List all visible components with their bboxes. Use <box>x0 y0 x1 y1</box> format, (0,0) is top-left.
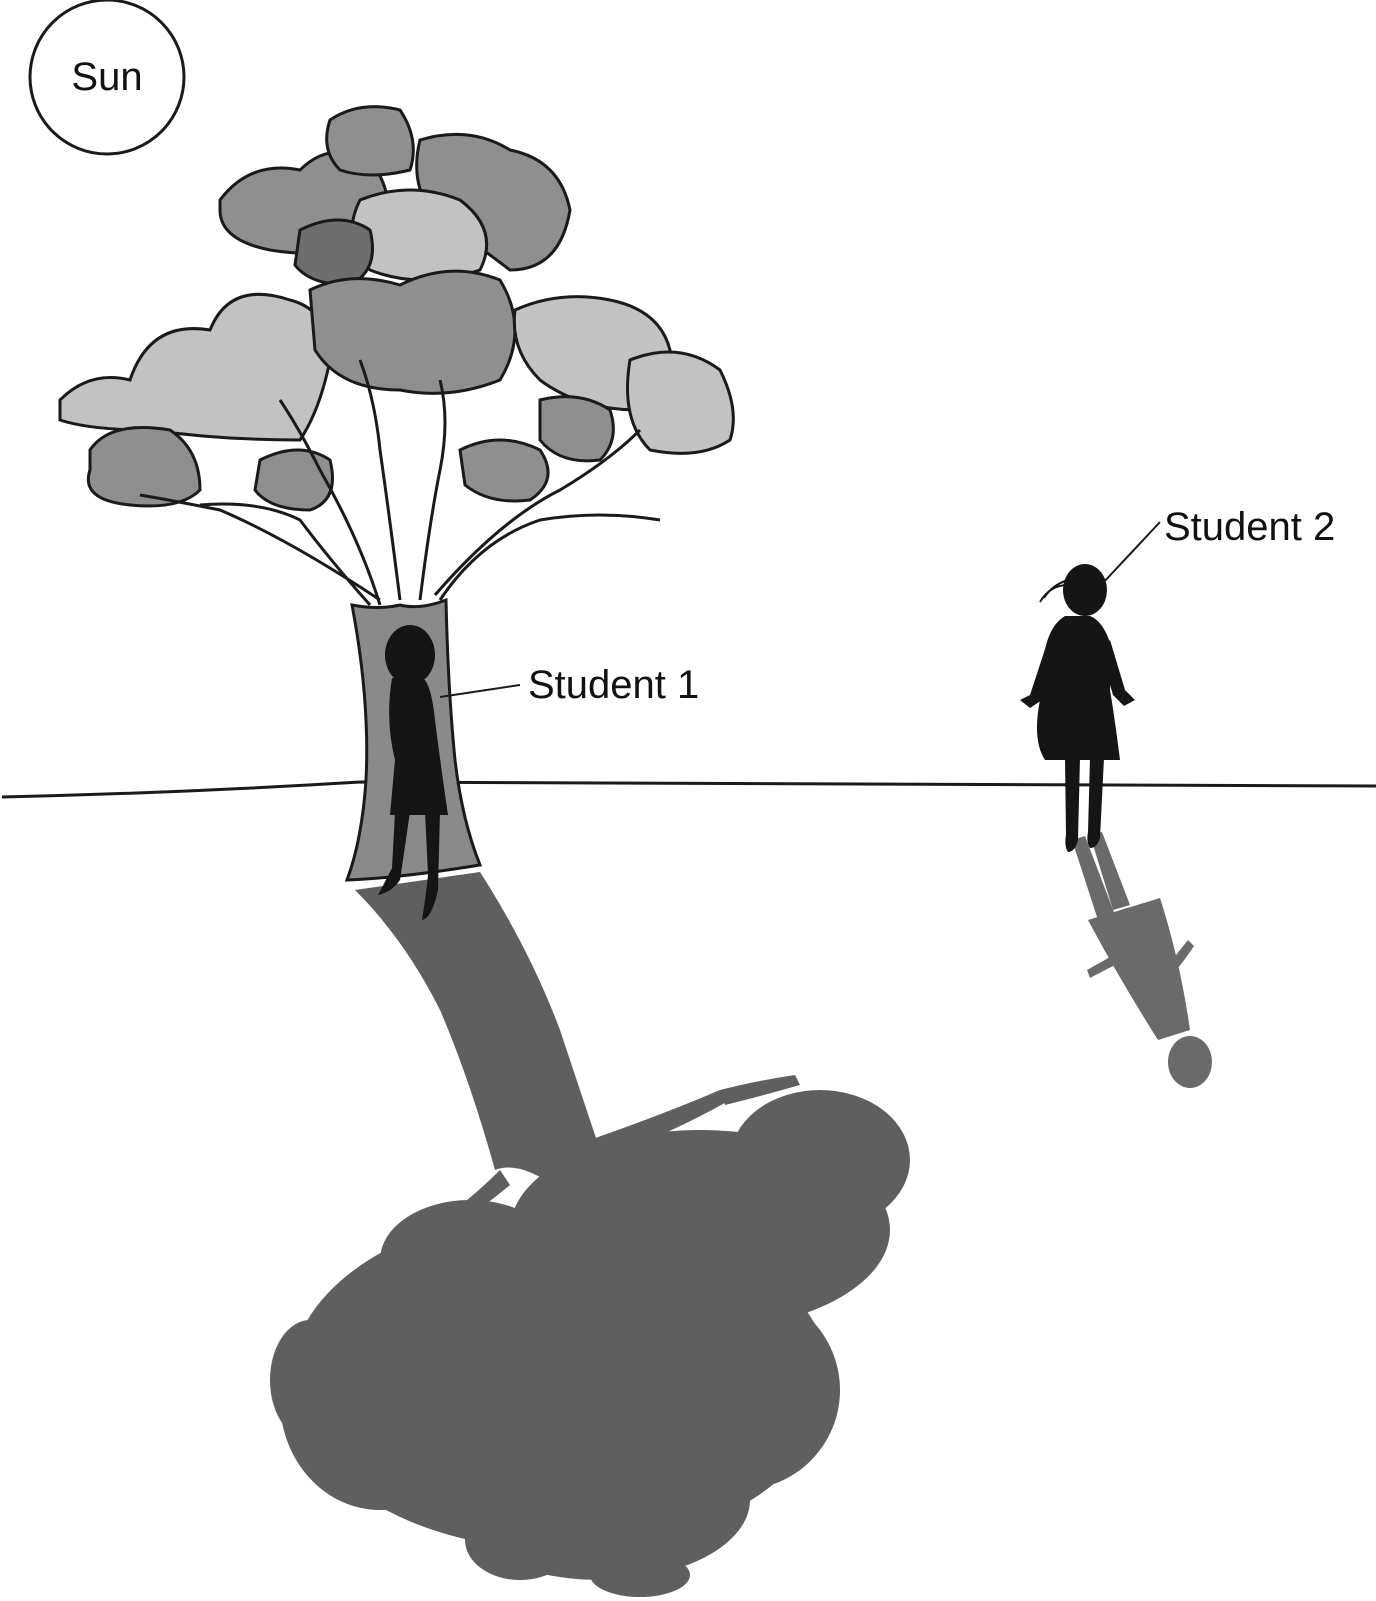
student-1-label: Student 1 <box>528 663 699 707</box>
tree-shadow-canopy-blob <box>590 1553 690 1597</box>
foliage-cluster <box>87 426 202 508</box>
student-1-callout: Student 1 <box>439 663 699 707</box>
student-2-shadow-arm <box>1087 950 1125 978</box>
tree-shadow-branch <box>720 1075 800 1105</box>
foliage-cluster <box>458 438 550 503</box>
foliage-cluster <box>58 292 332 442</box>
student-2 <box>1020 564 1135 852</box>
student-2-shadow-arm <box>1172 940 1194 968</box>
tree-shadow-canopy-blob <box>380 1200 560 1320</box>
student-2-leg <box>1065 758 1080 852</box>
student-2-shadow <box>1072 832 1212 1088</box>
foliage-cluster <box>253 448 334 512</box>
student-1-body <box>389 678 448 815</box>
foliage-cluster <box>626 350 735 455</box>
ground-line <box>1 780 1376 799</box>
sun: Sun <box>28 0 186 156</box>
student-2-leader-line <box>1101 521 1161 585</box>
foliage-cluster <box>538 395 615 463</box>
foliage-cluster <box>293 218 374 287</box>
student-2-shadow-head <box>1168 1036 1212 1088</box>
student-2-arm <box>1100 640 1135 706</box>
sun-circle <box>28 0 186 156</box>
tree-shadow-canopy-blob <box>730 1090 910 1230</box>
student-1-leader-line <box>439 684 521 698</box>
student-2-head <box>1063 564 1107 616</box>
tree-shadow-trunk <box>355 872 600 1190</box>
student-2-hair <box>1039 579 1069 603</box>
sun-label: Sun <box>71 55 142 99</box>
tree-shadow <box>270 872 910 1597</box>
student-1-leg <box>378 812 410 895</box>
student-1-head <box>385 625 435 685</box>
foliage-cluster <box>308 269 517 395</box>
student-2-shadow-body <box>1088 898 1190 1040</box>
student-1-leg <box>422 812 440 920</box>
student-2-label: Student 2 <box>1164 505 1335 549</box>
tree-shadow-canopy-blob <box>465 1500 575 1580</box>
foliage-cluster <box>325 105 415 177</box>
tree-canopy <box>58 105 735 512</box>
tree-shadow-canopy-blob <box>270 1320 350 1440</box>
tree-shadow-canopy-blob <box>640 1290 840 1490</box>
student-2-leg <box>1087 758 1104 848</box>
student-2-body <box>1036 616 1120 760</box>
student-2-callout: Student 2 <box>1101 505 1335 585</box>
student-2-shadow-legs <box>1072 836 1115 920</box>
branch <box>139 359 661 606</box>
student-2-arm <box>1020 640 1058 708</box>
student-2-shadow-legs <box>1090 832 1130 910</box>
student-1 <box>378 625 448 920</box>
